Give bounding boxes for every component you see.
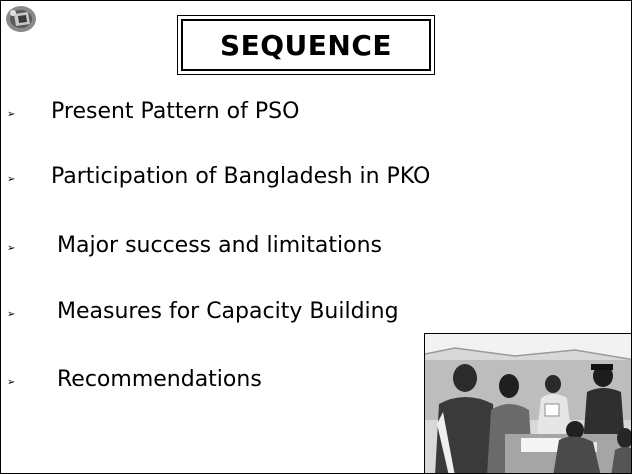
arrowhead-bullet-icon: ➢	[7, 174, 16, 185]
bullet-text: Recommendations	[57, 367, 262, 392]
bullet-text: Measures for Capacity Building	[57, 299, 399, 324]
photo-image	[425, 334, 631, 473]
photo-peacekeepers	[424, 333, 631, 473]
page-title: SEQUENCE	[219, 28, 393, 62]
arrowhead-bullet-icon: ➢	[7, 377, 16, 388]
title-frame-inner: SEQUENCE	[181, 19, 431, 71]
bullet-text: Present Pattern of PSO	[51, 99, 300, 124]
emblem-icon	[6, 6, 36, 32]
bullet-text: Participation of Bangladesh in PKO	[51, 164, 431, 189]
arrowhead-bullet-icon: ➢	[7, 309, 16, 320]
arrowhead-bullet-icon: ➢	[7, 109, 16, 120]
title-frame: SEQUENCE	[177, 15, 435, 75]
arrowhead-bullet-icon: ➢	[7, 243, 16, 254]
bullet-text: Major success and limitations	[57, 233, 382, 258]
